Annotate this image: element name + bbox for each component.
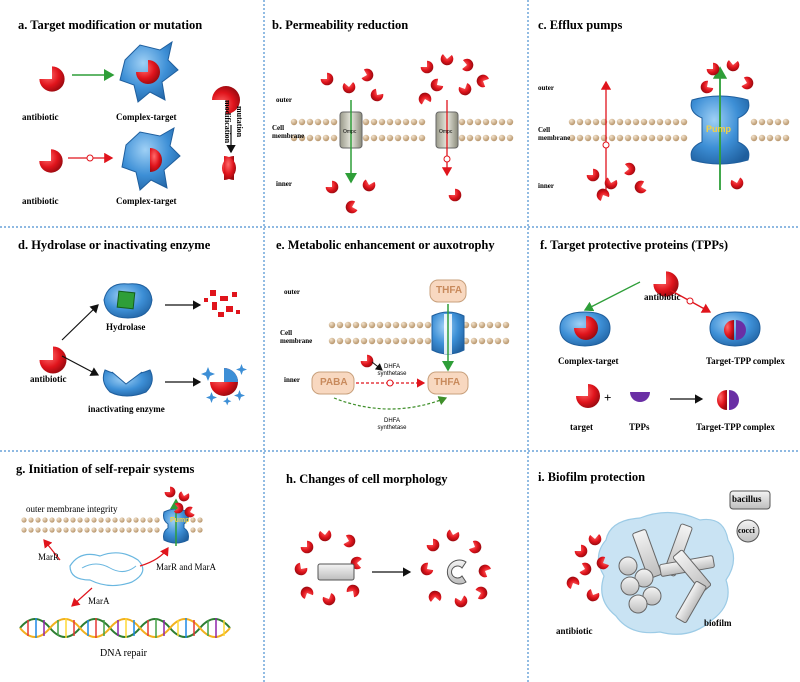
- panel-i-title: i. Biofilm protection: [538, 470, 646, 484]
- panel-b-title: b. Permeability reduction: [272, 18, 409, 32]
- panel-a-title: a. Target modification or mutation: [18, 18, 203, 32]
- mutation-label: mutation: [235, 106, 244, 138]
- thfa-box-bottom: [427, 371, 469, 395]
- sparkle-icons: [201, 364, 247, 406]
- marr-mara-label: MarR and MarA: [156, 562, 216, 572]
- complex-target-label: Complex-target: [116, 196, 177, 206]
- target-tpp-complex-label: Target-TPP complex: [696, 422, 775, 432]
- inner-label: inner: [284, 376, 300, 384]
- target-label: target: [570, 422, 593, 432]
- membrane-row-b-bottom: [290, 134, 514, 142]
- panel-c-graphics: [568, 56, 790, 204]
- outer-membrane-integrity-label: outer membrane integrity: [26, 504, 118, 514]
- mara-label: MarA: [88, 596, 110, 606]
- cocci-legend-icon: [736, 519, 760, 543]
- cell-membrane-label: Cell membrane: [538, 126, 571, 142]
- panel-g-graphics: [19, 486, 231, 638]
- antibiotic-label: antibiotic: [556, 626, 593, 636]
- inactivating-enzyme-label: inactivating enzyme: [88, 404, 165, 414]
- antibiotic-label: antibiotic: [22, 112, 59, 122]
- porin-label: Ompc: [343, 129, 357, 135]
- pump-label: Pump: [170, 517, 190, 524]
- plus-sign: +: [604, 390, 612, 405]
- cell-membrane-label: Cell membrane: [280, 329, 313, 345]
- panel-b-graphics: [290, 50, 514, 216]
- panel-i-graphics: [564, 490, 771, 635]
- dna-helix-icon: [19, 618, 231, 638]
- antibiotic-label: antibiotic: [30, 374, 67, 384]
- porin-label: Ompc: [439, 129, 453, 135]
- thfa-label: THFA: [434, 377, 461, 388]
- dhfa-synthetase-label: DHFA synthetase: [377, 364, 407, 377]
- biofilm-label: biofilm: [704, 618, 732, 628]
- inner-label: inner: [276, 180, 292, 188]
- outer-label: outer: [284, 288, 300, 296]
- panel-e-title: e. Metabolic enhancement or auxotrophy: [276, 238, 495, 252]
- panel-g-title: g. Initiation of self-repair systems: [16, 462, 195, 476]
- cocci-label: cocci: [738, 526, 755, 535]
- bacillus-label: bacillus: [732, 494, 762, 504]
- inner-label: inner: [538, 182, 554, 190]
- paba-label: PABA: [320, 377, 348, 388]
- modification-label: modification: [223, 100, 232, 144]
- dhfa-synthetase-label: DHFA synthetase: [377, 418, 407, 431]
- outer-label: outer: [276, 96, 292, 104]
- panel-f-title: f. Target protective proteins (TPPs): [540, 238, 729, 252]
- outer-label: outer: [538, 84, 554, 92]
- panel-e-graphics: [311, 279, 510, 410]
- hydrolase-label: Hydrolase: [106, 322, 146, 332]
- antibiotic-label: antibiotic: [22, 196, 59, 206]
- panel-f-graphics: [559, 271, 761, 410]
- thfa-label: THFA: [436, 285, 463, 296]
- membrane-row-b-top: [290, 118, 514, 126]
- panel-a-graphics: [39, 40, 240, 191]
- panel-h-graphics: [293, 526, 494, 610]
- marr-label: MarR: [38, 552, 59, 562]
- rod-cell-icon: [317, 563, 355, 581]
- tpps-label: TPPs: [629, 422, 650, 432]
- coccoid-cell-icon: [446, 559, 467, 585]
- fragments-icon: [204, 290, 240, 317]
- complex-target-label: Complex-target: [558, 356, 619, 366]
- thfa-box-top: [429, 279, 467, 303]
- pump-label: Pump: [706, 124, 732, 134]
- antibiotic-icon: [39, 66, 65, 92]
- panel-c-title: c. Efflux pumps: [538, 18, 623, 32]
- antibiotic-label: antibiotic: [644, 292, 681, 302]
- cell-membrane-label: Cell membrane: [272, 124, 305, 140]
- dna-repair-label: DNA repair: [100, 648, 147, 659]
- complex-target-label: Complex-target: [116, 112, 177, 122]
- paba-box: [311, 371, 355, 395]
- panel-d-title: d. Hydrolase or inactivating enzyme: [18, 238, 211, 252]
- panel-h-title: h. Changes of cell morphology: [286, 472, 448, 486]
- bacillus-legend-icon: [729, 490, 771, 510]
- panel-d-graphics: [39, 283, 247, 406]
- target-tpp-complex-label: Target-TPP complex: [706, 356, 785, 366]
